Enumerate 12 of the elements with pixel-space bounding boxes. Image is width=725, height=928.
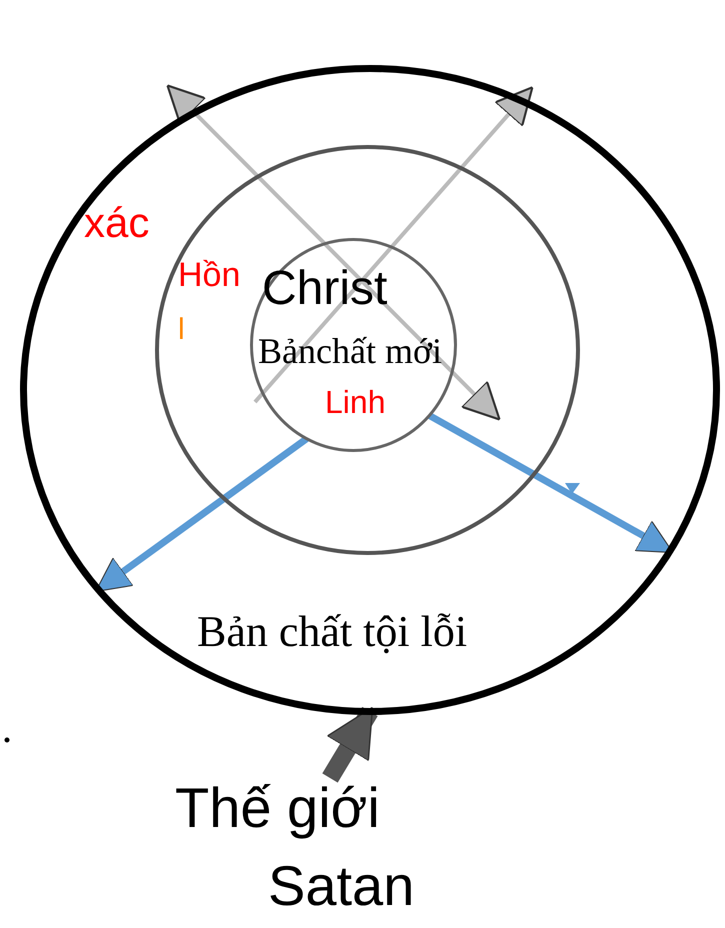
source-label: Satan [268, 858, 414, 914]
ring-label: l [178, 315, 185, 345]
outer-ring-circle [20, 65, 720, 715]
circle-label: Linh [325, 386, 386, 418]
ring-label: Hồn [178, 258, 240, 292]
circle-label: Christ [262, 265, 388, 313]
ring-label: Bản chất tội lỗi [197, 610, 468, 654]
circle-label: Bảnchất mới [258, 333, 442, 369]
inner-circle [250, 238, 457, 452]
arrow [322, 706, 378, 783]
ring-label: xác [84, 202, 150, 244]
middle-ring-circle [155, 145, 580, 555]
